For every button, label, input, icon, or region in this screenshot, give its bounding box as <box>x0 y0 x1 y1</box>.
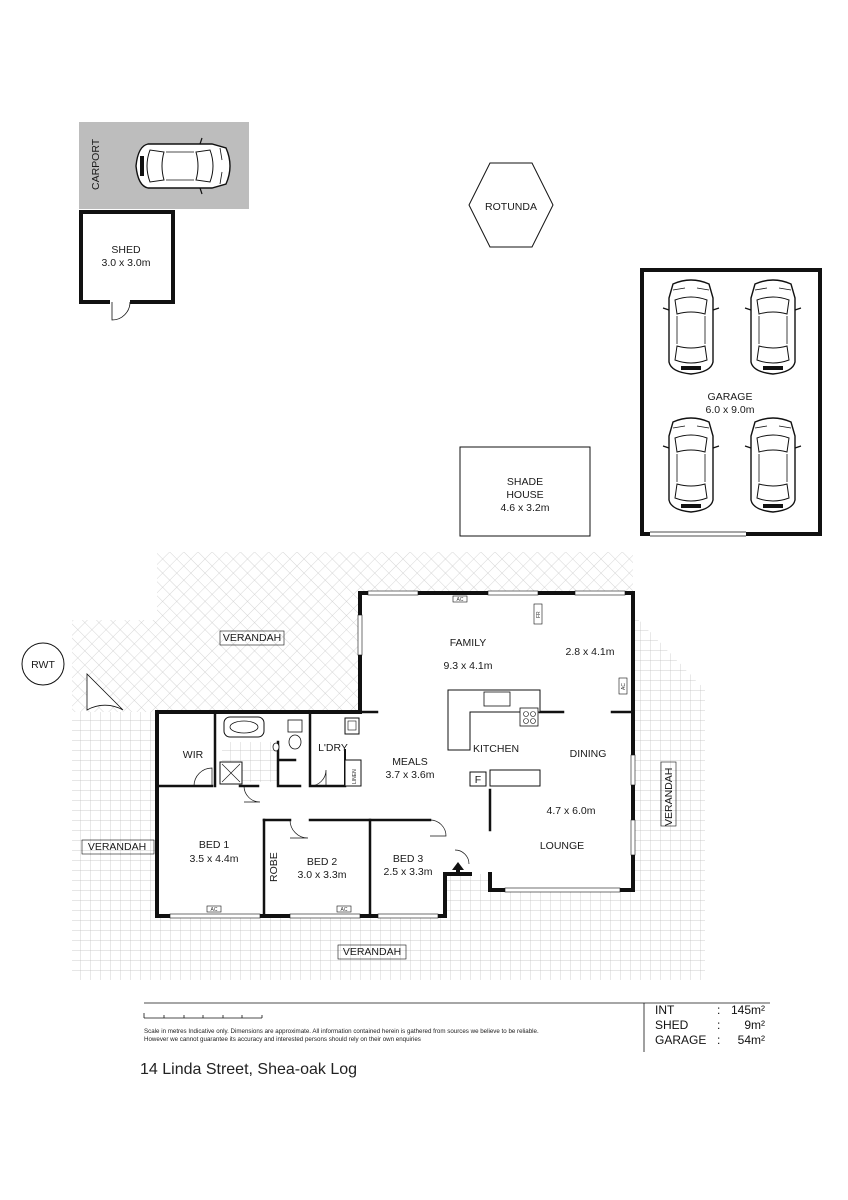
bed3-label: BED 3 <box>393 853 424 865</box>
verandah-top-label: VERANDAH <box>223 632 281 644</box>
ac-dining: AC <box>621 683 627 690</box>
area-value: 9m² <box>744 1018 765 1032</box>
carport-car <box>135 137 231 195</box>
meals-dims: 3.7 x 3.6m <box>385 769 434 781</box>
fr-label: FR <box>536 611 542 618</box>
dining-label: DINING <box>570 748 607 760</box>
area-row-shed: SHED : 9m² <box>655 1018 765 1033</box>
garage-car-3 <box>662 417 720 513</box>
garage-dims: 6.0 x 9.0m <box>705 404 754 416</box>
gate-swing <box>86 673 124 711</box>
disclaimer-text: Scale in metres Indicative only. Dimensi… <box>144 1028 539 1043</box>
area-value: 54m² <box>737 1033 765 1047</box>
shed-dims: 3.0 x 3.0m <box>101 257 150 269</box>
entry-arrow-icon <box>452 862 464 876</box>
door-swings <box>193 767 470 865</box>
family-label: FAMILY <box>450 637 487 649</box>
bed3-dims: 2.5 x 3.3m <box>383 866 432 878</box>
fixtures <box>206 595 628 913</box>
shade-house-label-2: HOUSE <box>506 489 543 501</box>
lounge-label: LOUNGE <box>540 840 584 852</box>
ac-bed2: AC <box>341 907 348 913</box>
area-label: GARAGE <box>655 1033 707 1047</box>
rainwater-tank: RWT <box>21 642 65 686</box>
area-row-int: INT : 145m² <box>655 1003 765 1018</box>
bed1-dims: 3.5 x 4.4m <box>189 853 238 865</box>
verandah-left-label: VERANDAH <box>88 841 146 853</box>
rotunda: ROTUNDA <box>468 162 554 248</box>
shed-label: SHED <box>111 244 141 256</box>
bed1-label: BED 1 <box>199 839 230 851</box>
area-label: SHED <box>655 1018 689 1032</box>
garage-car-2 <box>744 279 802 375</box>
kitchen-label: KITCHEN <box>473 743 519 755</box>
shade-house: SHADE HOUSE 4.6 x 3.2m <box>459 446 591 537</box>
area-summary: INT : 145m² SHED : 9m² GARAGE : 54m² <box>655 1003 765 1048</box>
area-sep: : <box>717 1033 721 1047</box>
family-dims: 9.3 x 4.1m <box>443 660 492 672</box>
property-address: 14 Linda Street, Shea-oak Log <box>140 1061 358 1078</box>
area-sep: : <box>717 1018 721 1032</box>
shade-house-dims: 4.6 x 3.2m <box>500 502 549 514</box>
rwt-label: RWT <box>31 659 55 671</box>
house-walls <box>155 591 635 918</box>
wir-label: WIR <box>183 749 204 761</box>
windows <box>169 590 636 919</box>
carport-label: CARPORT <box>90 138 102 190</box>
linen-label: LINEN <box>352 769 358 784</box>
garage-car-4 <box>744 417 802 513</box>
ac-bed1: AC <box>211 907 218 913</box>
robe-label: ROBE <box>268 852 280 882</box>
carport: CARPORT <box>79 122 249 209</box>
garage-label: GARAGE <box>708 391 753 403</box>
rotunda-label: ROTUNDA <box>485 201 537 213</box>
garage-car-1 <box>662 279 720 375</box>
shed: SHED 3.0 x 3.0m <box>79 210 175 321</box>
verandah-bottom-label: VERANDAH <box>343 946 401 958</box>
ac-family: AC <box>457 597 464 603</box>
area-value: 145m² <box>730 1003 765 1017</box>
area-row-garage: GARAGE : 54m² <box>655 1033 765 1048</box>
bed2-label: BED 2 <box>307 856 338 868</box>
garage: GARAGE 6.0 x 9.0m <box>640 268 822 538</box>
fireplace-label: F <box>475 774 481 786</box>
ldry-label: L'DRY <box>318 742 348 754</box>
shade-house-label-1: SHADE <box>507 476 543 488</box>
meals-label: MEALS <box>392 756 428 768</box>
area-sep: : <box>716 1003 721 1017</box>
verandah-right-label: VERANDAH <box>663 768 675 826</box>
scale-bar <box>143 1013 263 1019</box>
family-right-dims: 2.8 x 4.1m <box>565 646 614 658</box>
bed2-dims: 3.0 x 3.3m <box>297 869 346 881</box>
lounge-dims: 4.7 x 6.0m <box>546 805 595 817</box>
area-label: INT <box>655 1003 675 1017</box>
